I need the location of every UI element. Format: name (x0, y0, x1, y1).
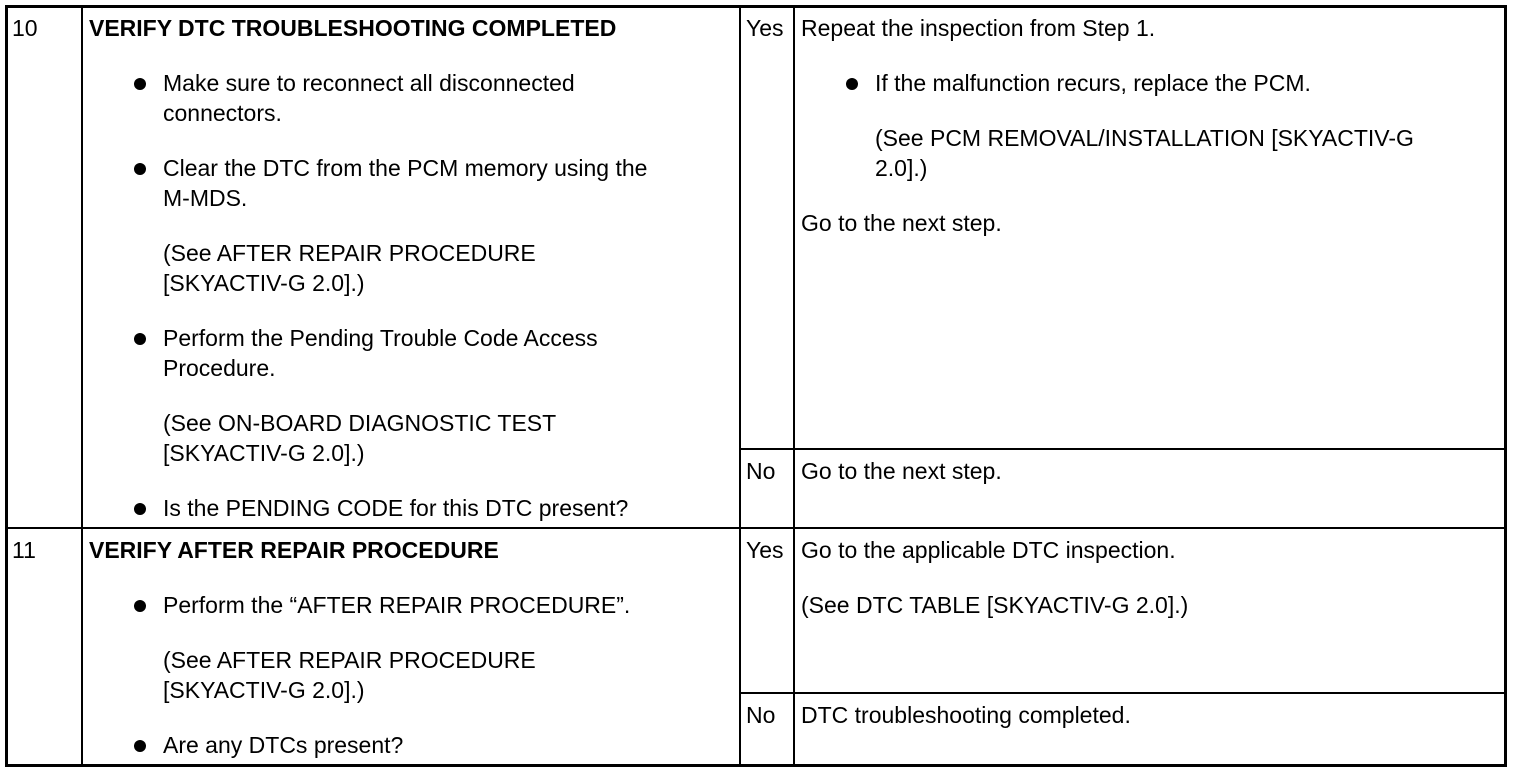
row-divider-step (6, 527, 1506, 529)
reference-text: [SKYACTIV-G 2.0].) (163, 270, 365, 296)
bullet-icon (846, 78, 858, 90)
table-frame (5, 5, 1507, 767)
result-text: Repeat the inspection from Step 1. (801, 15, 1156, 41)
action-text: Perform the Pending Trouble Code Access (163, 325, 598, 351)
step-title: VERIFY DTC TROUBLESHOOTING COMPLETED (89, 15, 617, 41)
reference-text: [SKYACTIV-G 2.0].) (163, 440, 365, 466)
action-text: connectors. (163, 100, 282, 126)
bullet-icon (134, 740, 146, 752)
action-text: Clear the DTC from the PCM memory using … (163, 155, 648, 181)
col-divider-result (793, 6, 795, 766)
action-text: Procedure. (163, 355, 276, 381)
bullet-icon (134, 333, 146, 345)
no-label: No (746, 458, 776, 484)
reference-text: (See AFTER REPAIR PROCEDURE (163, 647, 536, 673)
result-text: Go to the next step. (801, 458, 1002, 484)
action-text: M-MDS. (163, 185, 248, 211)
step-number: 11 (12, 537, 36, 563)
bullet-icon (134, 163, 146, 175)
result-text: Go to the next step. (801, 210, 1002, 236)
reference-text: [SKYACTIV-G 2.0].) (163, 677, 365, 703)
reference-text: (See AFTER REPAIR PROCEDURE (163, 240, 536, 266)
step-title: VERIFY AFTER REPAIR PROCEDURE (89, 537, 499, 563)
reference-text: 2.0].) (875, 155, 928, 181)
col-divider-number (81, 6, 83, 766)
step-number: 10 (12, 15, 38, 41)
bullet-icon (134, 600, 146, 612)
result-text: If the malfunction recurs, replace the P… (875, 70, 1311, 96)
yes-label: Yes (746, 15, 784, 41)
action-text: Make sure to reconnect all disconnected (163, 70, 575, 96)
row-divider-step11-yes-no (740, 692, 1506, 694)
yes-label: Yes (746, 537, 784, 563)
bullet-icon (134, 503, 146, 515)
row-divider-step10-yes-no (740, 448, 1506, 450)
bullet-icon (134, 78, 146, 90)
result-text: Go to the applicable DTC inspection. (801, 537, 1176, 563)
no-label: No (746, 702, 776, 728)
action-text: Perform the “AFTER REPAIR PROCEDURE”. (163, 592, 631, 618)
result-text: DTC troubleshooting completed. (801, 702, 1131, 728)
reference-text: (See DTC TABLE [SKYACTIV-G 2.0].) (801, 592, 1189, 618)
reference-text: (See PCM REMOVAL/INSTALLATION [SKYACTIV-… (875, 125, 1414, 151)
col-divider-action (739, 6, 741, 766)
reference-text: (See ON-BOARD DIAGNOSTIC TEST (163, 410, 557, 436)
action-text: Are any DTCs present? (163, 732, 404, 758)
action-text: Is the PENDING CODE for this DTC present… (163, 495, 629, 521)
